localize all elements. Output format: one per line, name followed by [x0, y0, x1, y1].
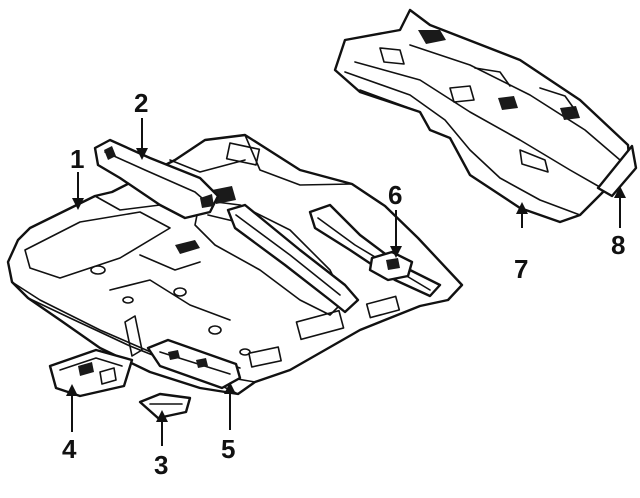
rear-panel-part-8 [596, 144, 638, 198]
bracket-part-6 [368, 250, 414, 282]
callout-1: 1 [70, 144, 84, 174]
callout-2: 2 [134, 88, 148, 118]
plate-part-5 [146, 338, 242, 390]
callout-5: 5 [221, 434, 235, 464]
leader-lines [66, 118, 626, 446]
callout-8: 8 [611, 230, 625, 260]
callout-4: 4 [62, 434, 77, 464]
callout-3: 3 [154, 450, 168, 480]
callout-6: 6 [388, 180, 402, 210]
callout-labels: 1 2 3 4 5 6 7 8 [62, 88, 625, 480]
crossmember-part-2 [93, 138, 220, 220]
plate-part-4 [48, 348, 134, 398]
bracket-part-3 [138, 392, 192, 420]
front-floor-pan [6, 133, 464, 396]
rear-floor-pan [333, 8, 632, 224]
callout-7: 7 [514, 254, 528, 284]
